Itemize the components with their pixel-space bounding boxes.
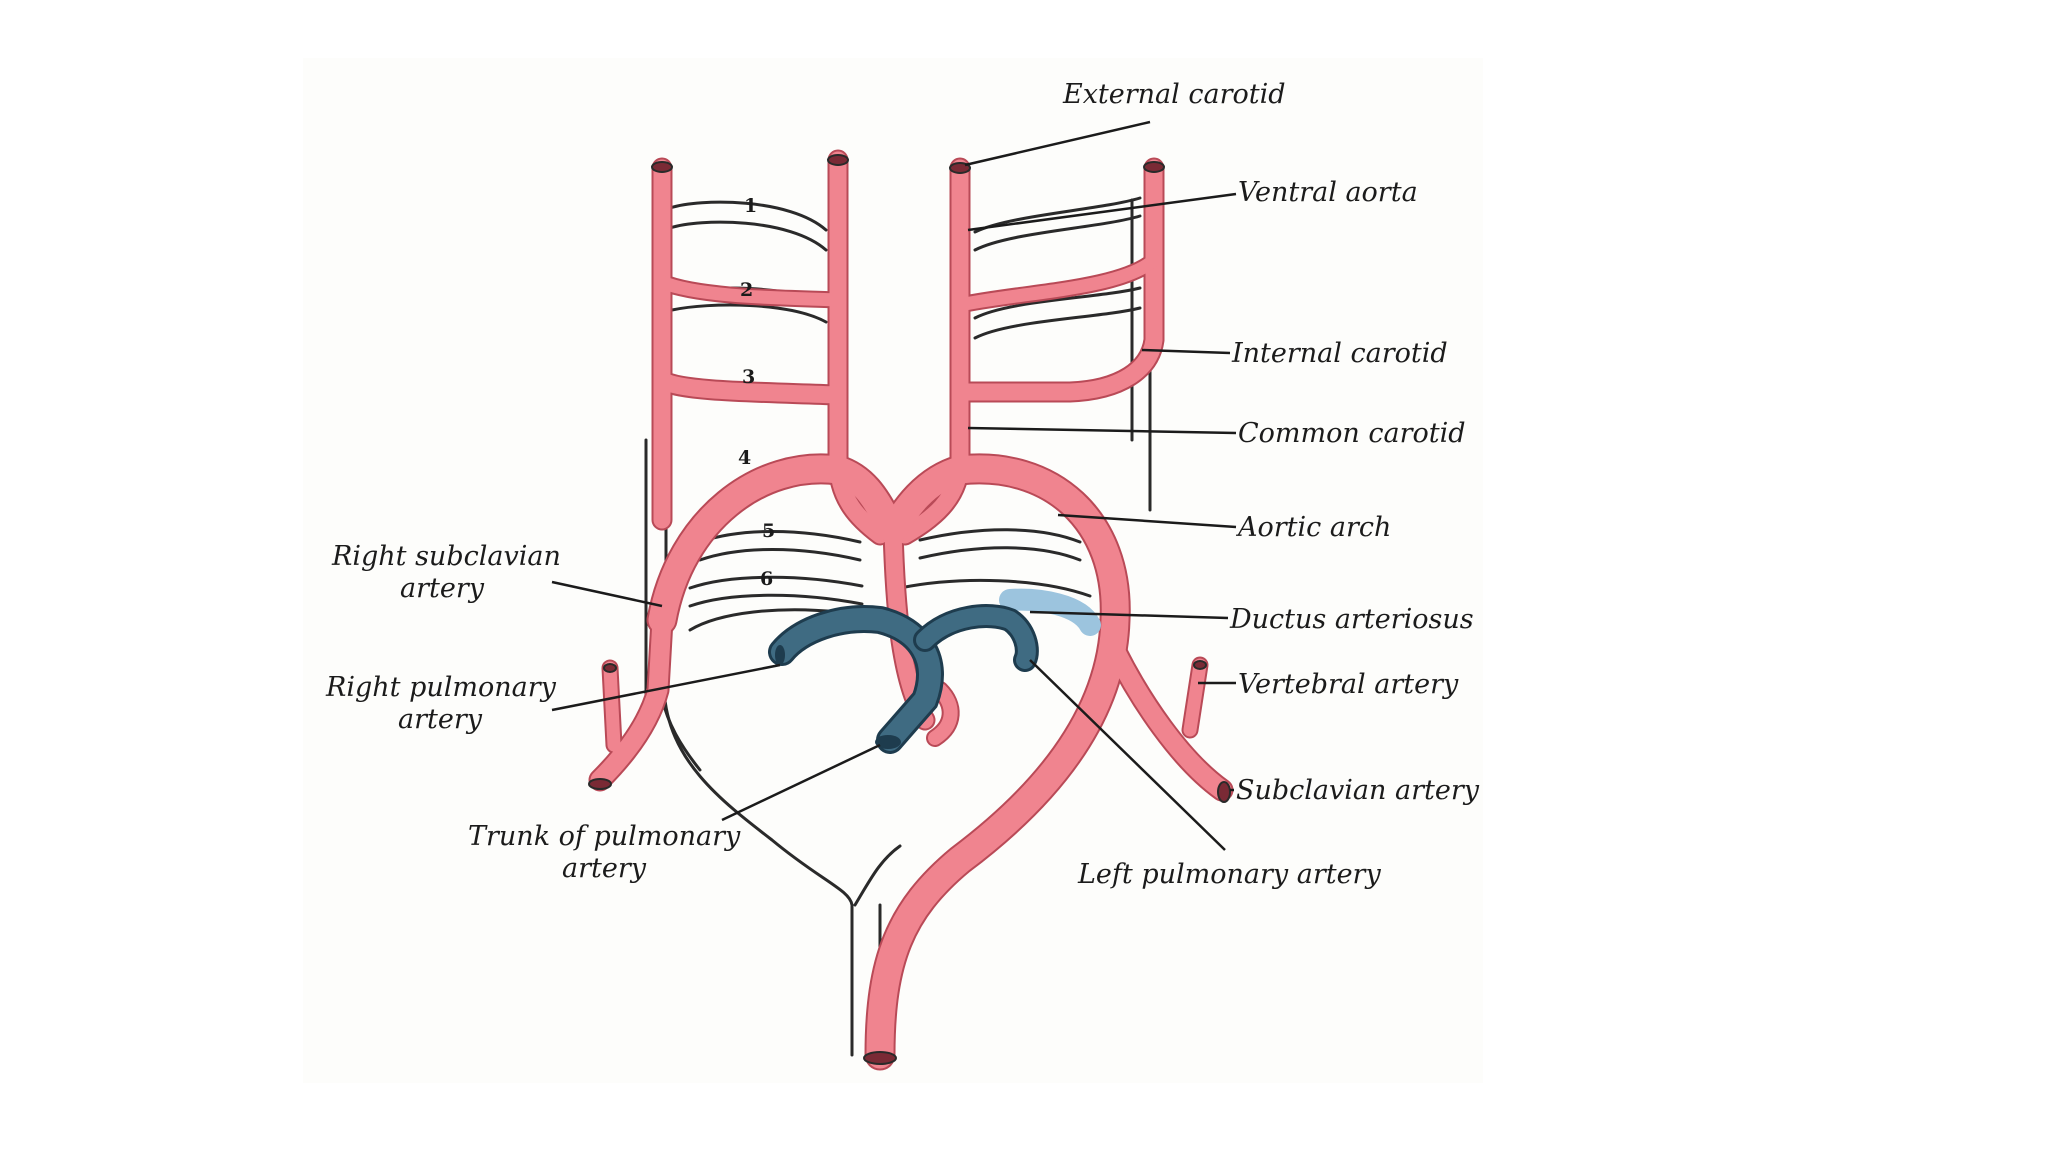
pulmonary-vessels (768, 588, 1101, 754)
label-subclavian-artery: Subclavian artery (1236, 775, 1480, 806)
label-left-pulmonary-artery: Left pulmonary artery (1077, 859, 1381, 890)
label-right-subclavian-line2: artery (400, 573, 485, 604)
arch-number-6: 6 (760, 568, 773, 590)
label-right-pulmonary-line2: artery (398, 704, 483, 735)
label-ventral-aorta: Ventral aorta (1238, 177, 1418, 208)
label-external-carotid: External carotid (1062, 79, 1286, 110)
leader-left-pulmonary-artery (1029, 659, 1226, 851)
label-trunk-pulmonary-line1: Trunk of pulmonary (468, 821, 741, 852)
leader-right-subclavian-artery (551, 580, 663, 608)
leader-right-pulmonary-artery (551, 663, 781, 712)
label-right-subclavian-line1: Right subclavian (331, 541, 561, 572)
arch-number-2: 2 (740, 279, 753, 301)
label-right-pulmonary-line1: Right pulmonary (325, 672, 557, 703)
label-trunk-pulmonary-line2: artery (562, 853, 647, 884)
leader-common-carotid (967, 426, 1237, 435)
label-ductus-arteriosus: Ductus arteriosus (1229, 604, 1474, 635)
label-vertebral-artery: Vertebral artery (1238, 669, 1459, 700)
label-internal-carotid: Internal carotid (1231, 338, 1448, 369)
label-common-carotid: Common carotid (1238, 418, 1466, 449)
arch-number-5: 5 (762, 520, 775, 542)
arteries (588, 149, 1234, 1071)
arch-number-4: 4 (738, 447, 751, 469)
arch-number-3: 3 (742, 366, 755, 388)
leader-ductus-arteriosus (1029, 610, 1229, 620)
leader-internal-carotid (1141, 348, 1231, 355)
arch-number-1: 1 (744, 195, 757, 217)
leader-aortic-arch (1057, 513, 1237, 529)
labels: External carotid Ventral aorta Internal … (325, 79, 1480, 890)
leader-lines (551, 120, 1237, 851)
leader-trunk-of-pulmonary-artery (721, 743, 881, 822)
label-aortic-arch: Aortic arch (1235, 512, 1391, 543)
leader-ventral-aorta (967, 192, 1237, 232)
leader-external-carotid (964, 120, 1151, 167)
arch-numbers: 1 2 3 4 5 6 (738, 195, 775, 590)
